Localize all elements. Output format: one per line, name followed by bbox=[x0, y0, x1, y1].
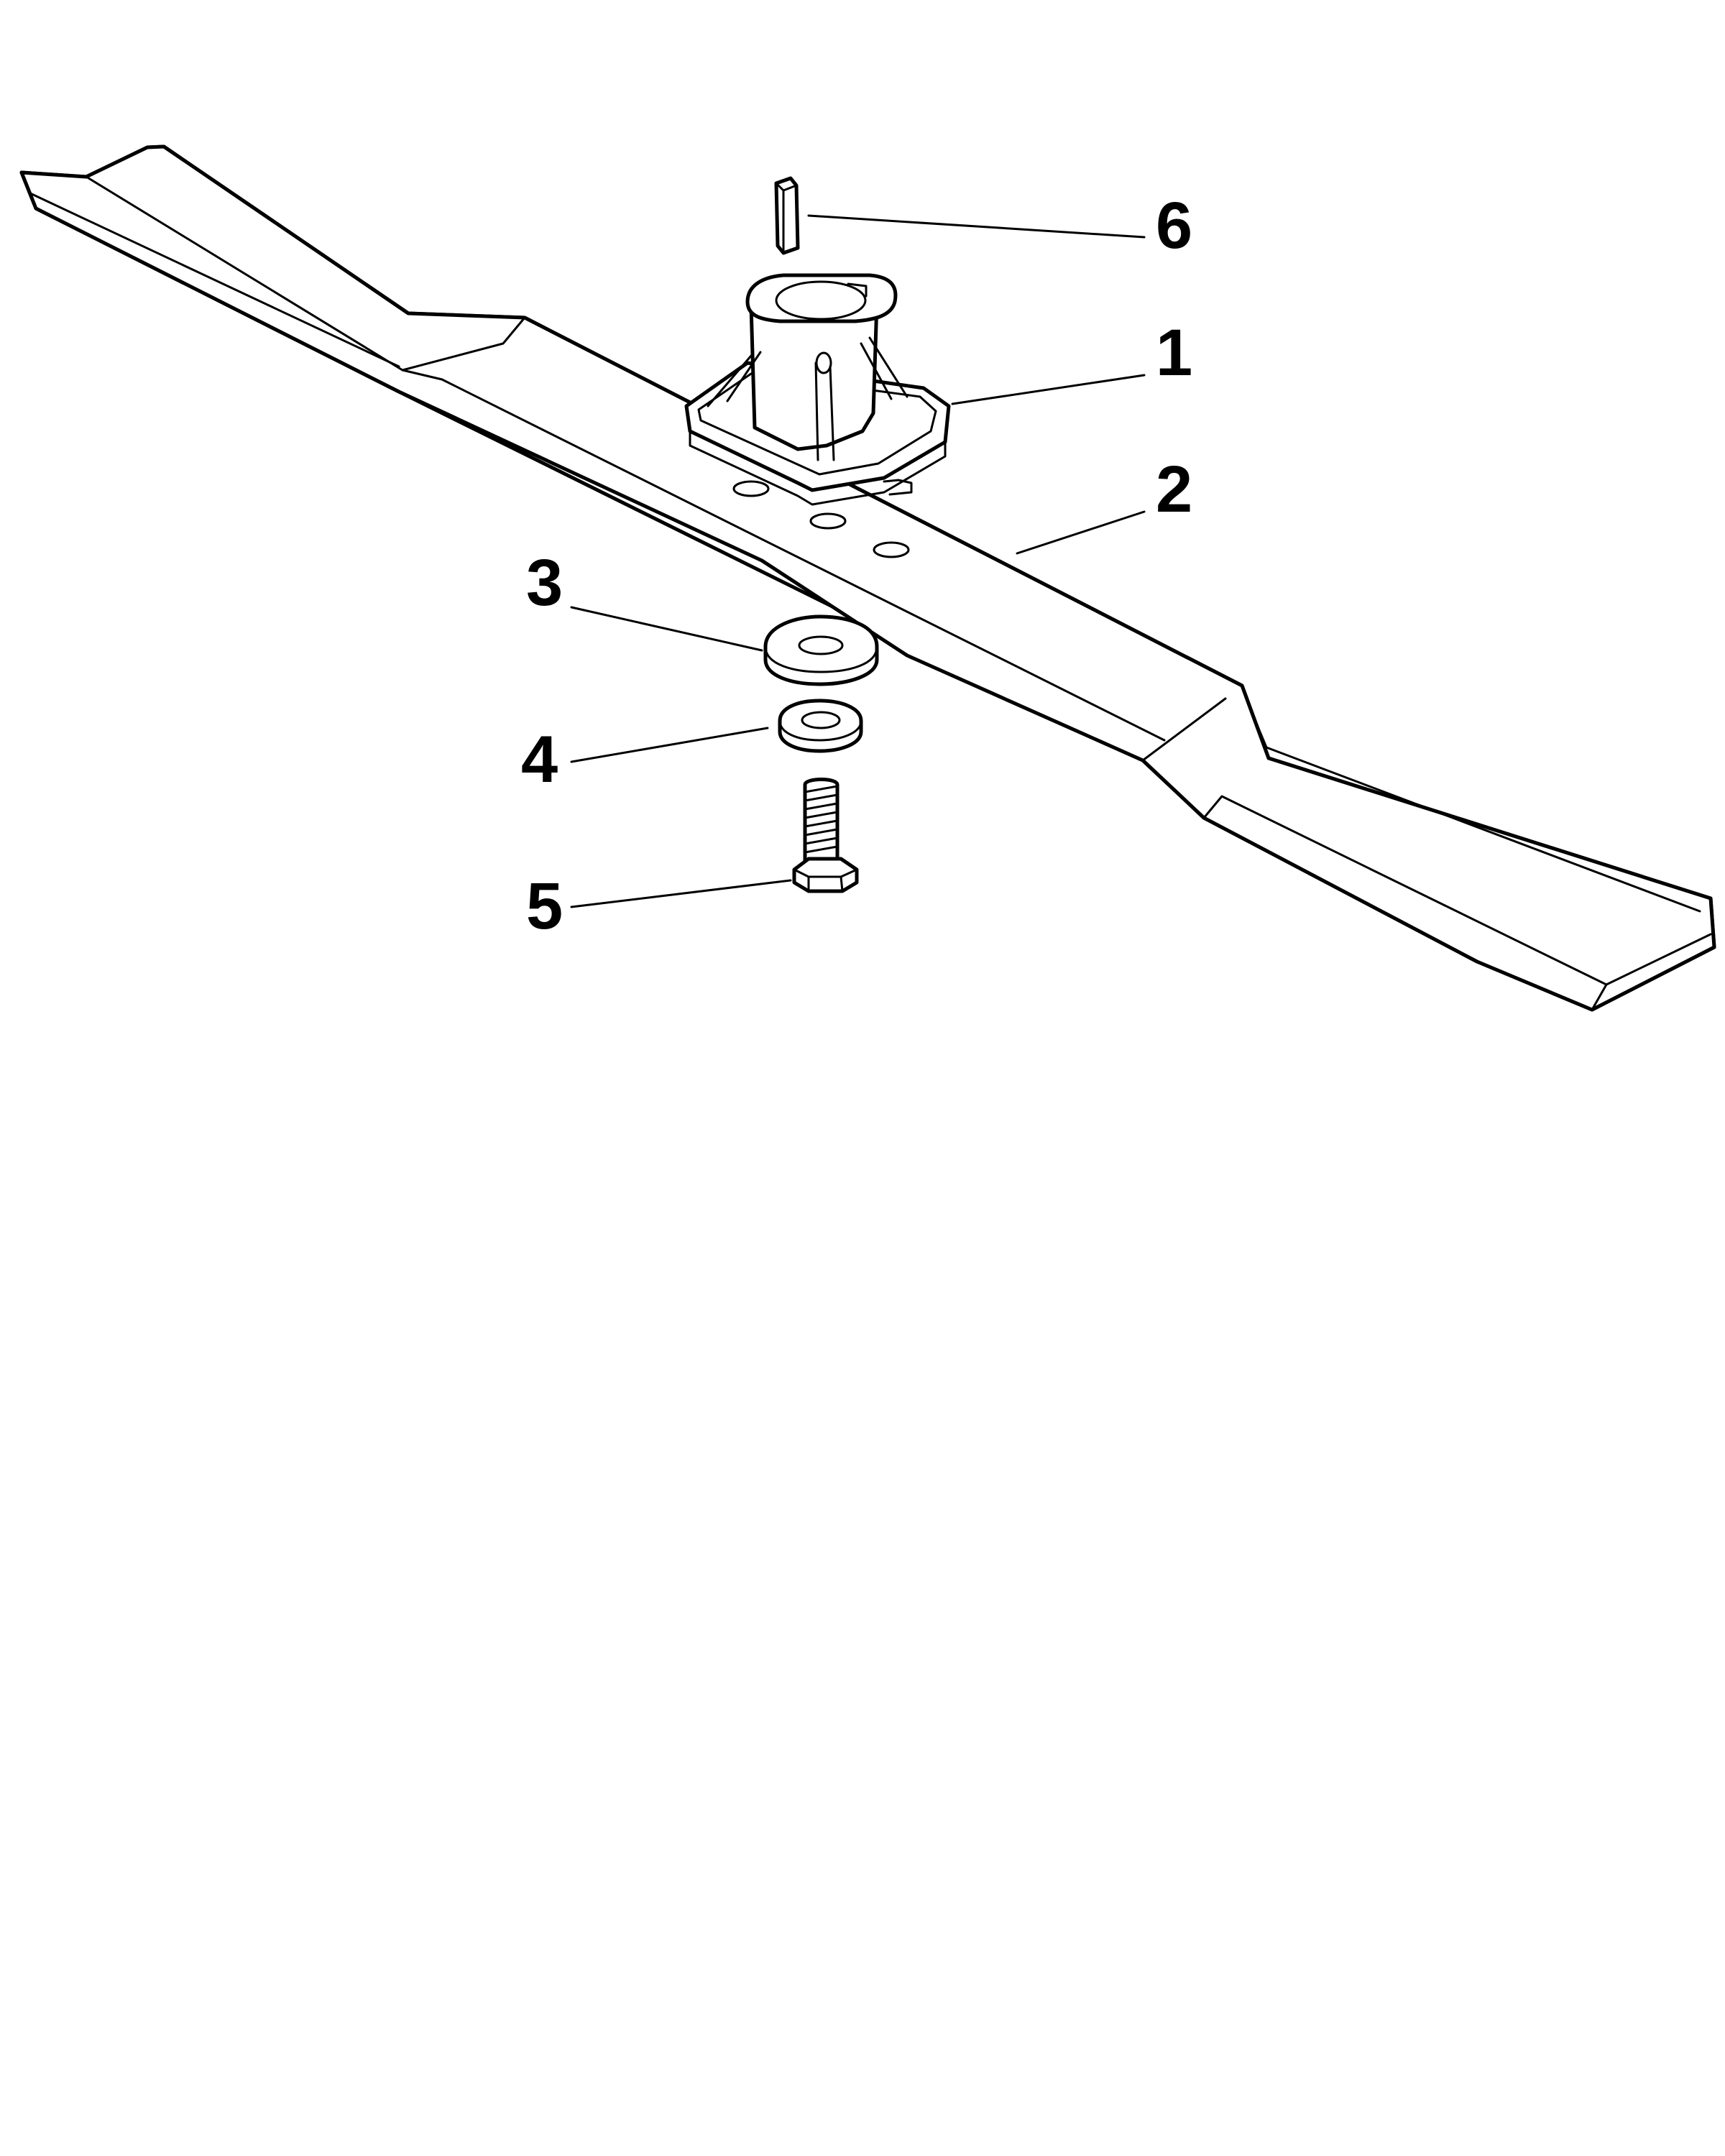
leader-5 bbox=[570, 879, 792, 908]
adapter-rib-right bbox=[860, 336, 908, 400]
leader-6 bbox=[807, 214, 1146, 239]
adapter-key-ear bbox=[847, 282, 868, 298]
adapter-bore bbox=[775, 280, 867, 321]
blade-body bbox=[19, 144, 1716, 1012]
mower-blade bbox=[19, 144, 1716, 1012]
callout-2: 2 bbox=[1156, 453, 1192, 526]
blade-left-step bbox=[401, 369, 1166, 742]
blade-left-bevel bbox=[27, 191, 400, 368]
blade-right-edge bbox=[1591, 983, 1608, 1011]
callout-4: 4 bbox=[521, 723, 558, 796]
leader-3 bbox=[570, 606, 763, 652]
lock-washer-body bbox=[778, 699, 863, 753]
adapter-flange-thickness bbox=[689, 430, 947, 506]
blade-adapter bbox=[684, 273, 951, 506]
adapter-rib-front bbox=[814, 361, 835, 461]
bolt-threads bbox=[804, 785, 839, 854]
callout-6: 6 bbox=[1156, 189, 1192, 262]
flat-washer bbox=[763, 614, 879, 686]
blade-hole-3 bbox=[873, 541, 910, 558]
leader-2 bbox=[1016, 510, 1146, 555]
adapter-hub bbox=[749, 300, 879, 451]
flat-washer-body bbox=[763, 614, 879, 686]
lock-washer-hole bbox=[801, 711, 841, 729]
leader-4 bbox=[570, 727, 769, 763]
blade-left-crease bbox=[85, 175, 526, 372]
hex-bolt bbox=[792, 778, 859, 893]
blade-right-lift bbox=[1202, 795, 1712, 986]
adapter-spindle-stub bbox=[883, 479, 913, 496]
flat-washer-top bbox=[764, 645, 878, 673]
bolt-head-faces bbox=[793, 868, 858, 893]
key-top-face bbox=[775, 182, 798, 254]
leader-1 bbox=[951, 374, 1146, 405]
blade-right-crease bbox=[1246, 699, 1701, 913]
key-body bbox=[774, 176, 800, 255]
blade-hole-1 bbox=[732, 480, 770, 497]
adapter-slot bbox=[815, 351, 832, 374]
callout-1: 1 bbox=[1156, 316, 1192, 390]
lock-washer bbox=[778, 699, 863, 753]
lock-washer-top bbox=[778, 719, 862, 742]
callout-5: 5 bbox=[526, 870, 563, 943]
drive-key bbox=[774, 176, 800, 255]
flat-washer-hole bbox=[798, 635, 844, 655]
callout-3: 3 bbox=[526, 546, 563, 619]
blade-right-bevel bbox=[1141, 697, 1227, 762]
blade-hole-2 bbox=[809, 512, 847, 530]
adapter-rib-left bbox=[707, 351, 762, 407]
